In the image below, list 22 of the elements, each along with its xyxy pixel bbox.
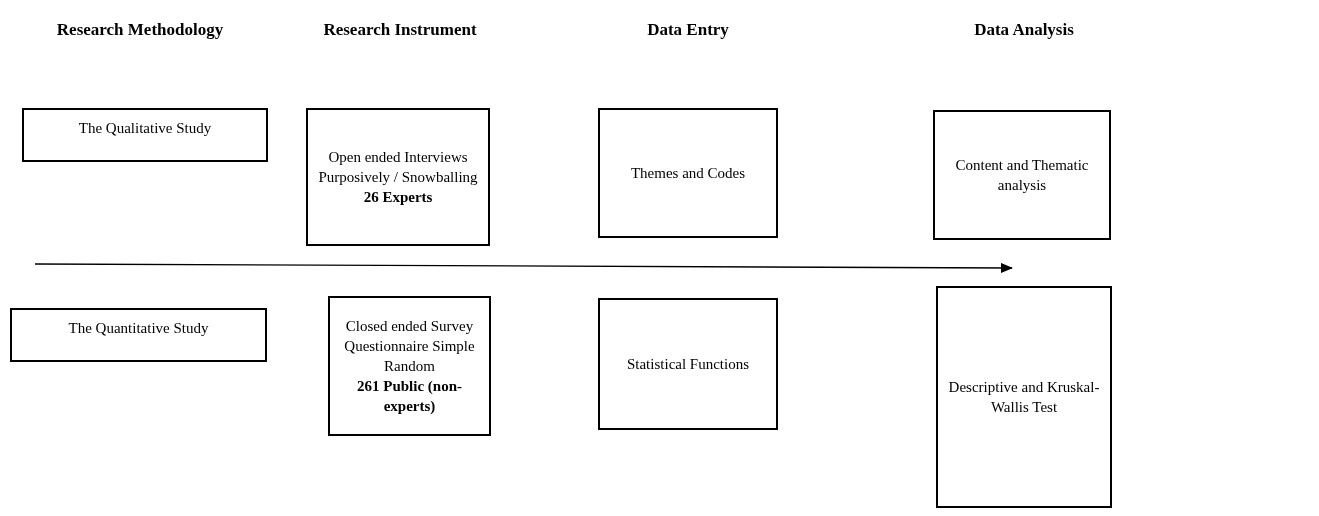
text-box <box>22 108 268 162</box>
column-heading: Research Instrument <box>323 20 477 40</box>
box-text: Descriptive and Kruskal-Wallis Test <box>948 378 1100 417</box>
text-box <box>306 108 490 246</box>
column-heading: Research Methodology <box>56 20 224 40</box>
box-text: Themes and Codes <box>630 164 746 183</box>
text-box <box>936 286 1112 508</box>
text-box <box>328 296 491 436</box>
text-box <box>598 108 778 238</box>
box-text: 26 Experts <box>363 188 433 207</box>
box-text: Content and Thematic analysis <box>954 156 1090 195</box>
box-text: Closed ended Survey Questionnaire Simple Random <box>343 317 476 376</box>
text-box <box>598 298 778 430</box>
box-text: Statistical Functions <box>626 355 750 374</box>
text-box <box>933 110 1111 240</box>
box-text: 261 Public (non-experts) <box>356 377 463 416</box>
box-text: The Qualitative Study <box>78 119 212 138</box>
column-heading: Data Analysis <box>974 20 1074 40</box>
text-box <box>10 308 267 362</box>
column-heading: Data Entry <box>647 20 729 40</box>
box-text: Open ended Interviews Purposively / Snowballing <box>318 148 478 187</box>
box-text: The Quantitative Study <box>68 319 209 338</box>
